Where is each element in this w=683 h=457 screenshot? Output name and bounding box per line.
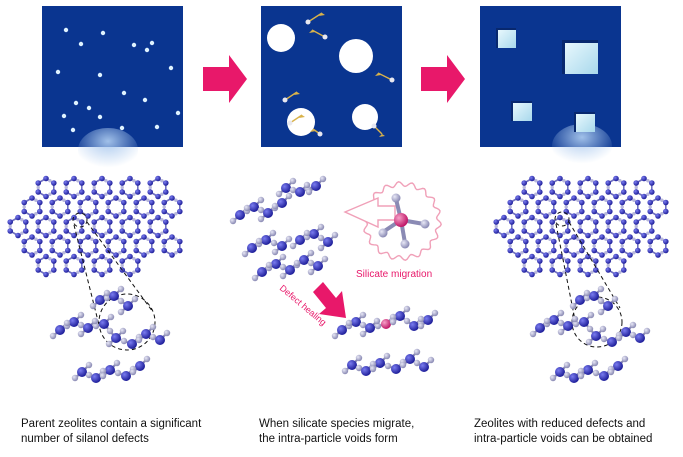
healed-defect-fragment [530, 286, 650, 383]
silicate-migration-label: Silicate migration [356, 269, 432, 280]
caption-migration-line2: the intra-particle voids form [259, 432, 414, 447]
caption-parent-zeolites: Parent zeolites contain a significant nu… [21, 417, 201, 447]
process-arrow-1 [203, 55, 247, 103]
caption-healed-line1: Zeolites with reduced defects and [474, 417, 652, 432]
caption-parent-line1: Parent zeolites contain a significant [21, 417, 201, 432]
parent-zeolite-box [42, 6, 183, 147]
healed-zeolite-framework [493, 176, 668, 278]
caption-healed-zeolites: Zeolites with reduced defects and intra-… [474, 417, 652, 447]
caption-migration: When silicate species migrate, the intra… [259, 417, 414, 447]
caption-healed-line2: intra-particle voids can be obtained [474, 432, 652, 447]
parent-zeolite-framework [7, 176, 182, 278]
caption-parent-line2: number of silanol defects [21, 432, 201, 447]
caption-migration-line1: When silicate species migrate, [259, 417, 414, 432]
process-arrow-2 [421, 55, 465, 103]
healed-fragment [332, 306, 438, 376]
migrating-silicate-fragments [230, 176, 338, 281]
zoom-glow-left [78, 128, 138, 172]
silicate-migration-bubble: Silicate migration [345, 182, 441, 280]
healed-zeolite-box [480, 6, 621, 147]
